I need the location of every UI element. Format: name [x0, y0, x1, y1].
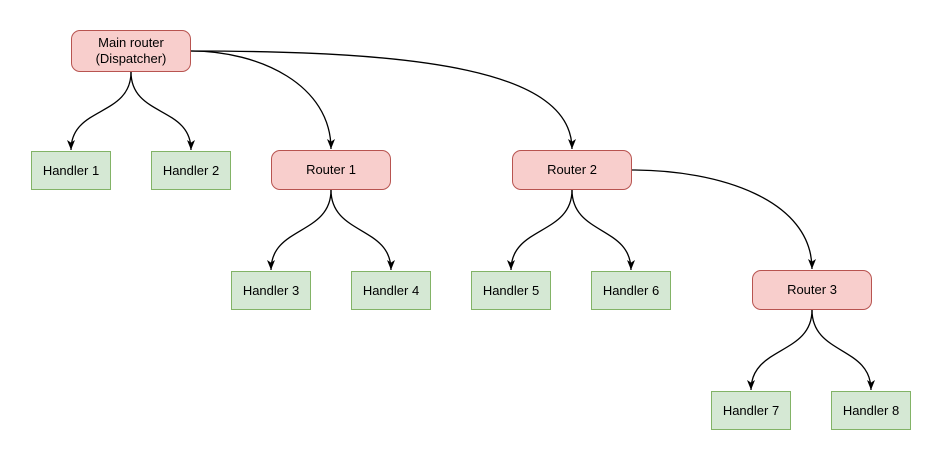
edge-main-router-to-router-2 [190, 50, 576, 150]
node-handler-5: Handler 5 [471, 271, 551, 310]
node-main-router: Main router (Dispatcher) [71, 30, 191, 72]
node-handler-1-label: Handler 1 [42, 162, 100, 178]
edge-router-2-to-handler-5 [507, 189, 573, 271]
node-handler-7-label: Handler 7 [722, 402, 780, 418]
edge-router-3-to-handler-8 [811, 309, 875, 391]
node-handler-8: Handler 8 [831, 391, 911, 430]
node-router-1: Router 1 [271, 150, 391, 190]
node-handler-4-label: Handler 4 [362, 282, 420, 298]
edge-router-3-to-handler-7 [747, 309, 813, 391]
node-handler-6: Handler 6 [591, 271, 671, 310]
node-router-3-label: Router 3 [787, 282, 837, 297]
node-handler-3: Handler 3 [231, 271, 311, 310]
node-handler-5-label: Handler 5 [482, 282, 540, 298]
edge-main-router-to-handler-1 [67, 71, 132, 151]
node-handler-2: Handler 2 [151, 151, 231, 190]
edge-router-2-to-handler-6 [571, 189, 635, 271]
edge-router-1-to-handler-4 [330, 189, 395, 271]
node-handler-2-label: Handler 2 [162, 162, 220, 178]
edge-router-1-to-handler-3 [267, 189, 332, 271]
node-router-2: Router 2 [512, 150, 632, 190]
edge-main-router-to-handler-2 [130, 71, 195, 151]
node-router-2-label: Router 2 [547, 162, 597, 177]
edge-router-2-to-router-3 [631, 169, 816, 270]
node-handler-4: Handler 4 [351, 271, 431, 310]
node-router-1-label: Router 1 [306, 162, 356, 177]
node-handler-6-label: Handler 6 [602, 282, 660, 298]
node-handler-3-label: Handler 3 [242, 282, 300, 298]
node-router-3: Router 3 [752, 270, 872, 310]
node-main-router-label: Main router (Dispatcher) [95, 35, 167, 66]
edge-main-router-to-router-1 [190, 50, 335, 150]
node-handler-7: Handler 7 [711, 391, 791, 430]
node-handler-1: Handler 1 [31, 151, 111, 190]
node-handler-8-label: Handler 8 [842, 402, 900, 418]
